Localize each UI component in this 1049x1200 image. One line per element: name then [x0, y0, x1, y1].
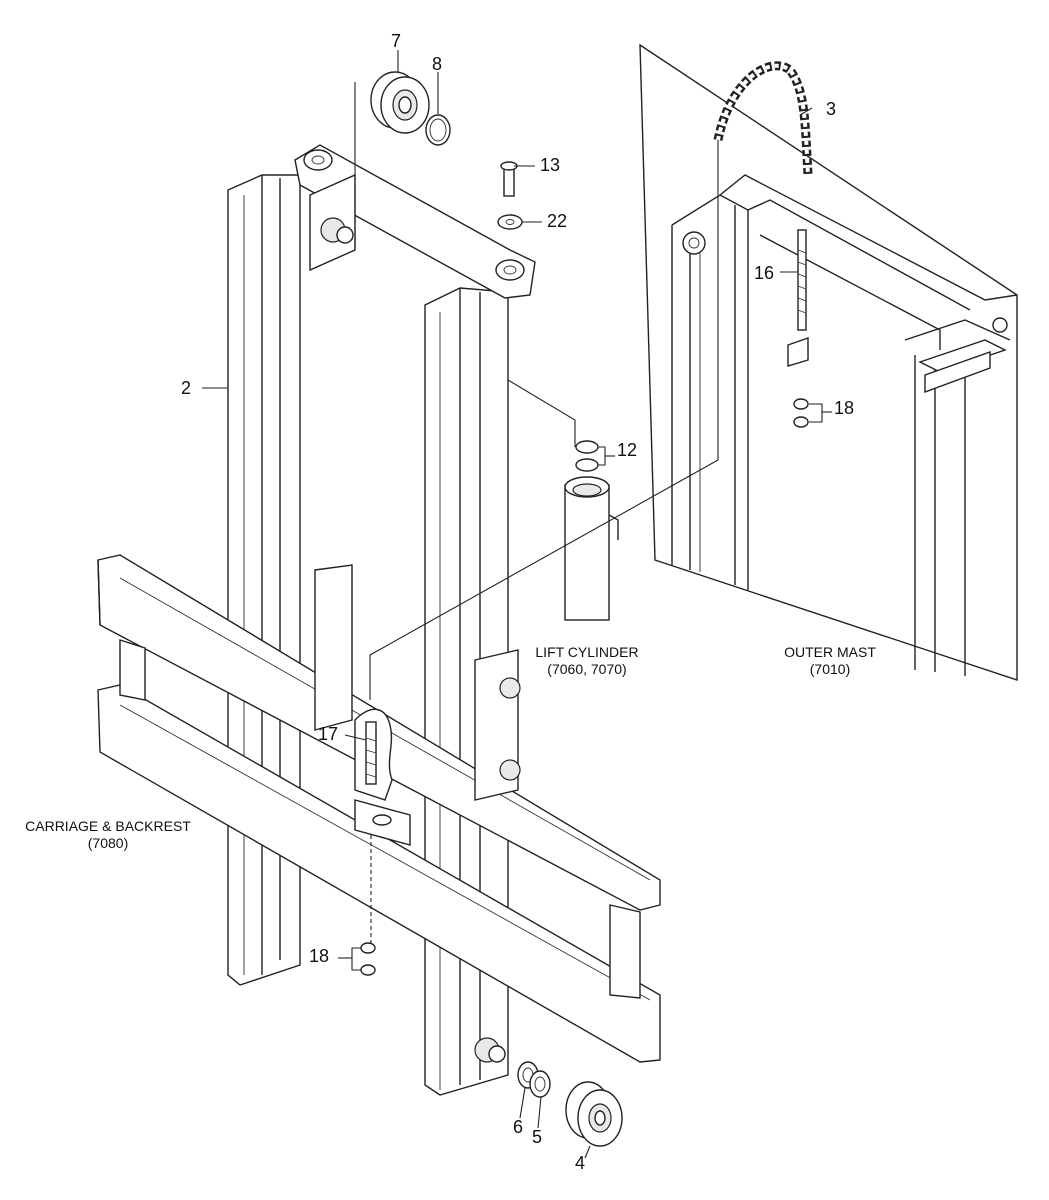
- outer-mast-view: [639, 43, 1018, 681]
- callout-5: 5: [532, 1127, 543, 1147]
- outer-mast-name: OUTER MAST: [784, 644, 876, 660]
- callout-16: 16: [754, 263, 775, 283]
- lift-chain: [713, 61, 813, 460]
- callout-22: 22: [547, 211, 568, 231]
- lower-washers: [517, 1061, 551, 1098]
- carriage-code: (7080): [87, 835, 129, 851]
- roller-top: [370, 71, 430, 134]
- callout-12: 12: [617, 440, 638, 460]
- callout-13: 13: [540, 155, 561, 175]
- callout-leaders: [202, 50, 832, 1159]
- callout-3: 3: [826, 99, 837, 119]
- lift-cylinder: [507, 379, 619, 621]
- snap-ring-top: [425, 114, 451, 146]
- carriage-name: CARRIAGE & BACKREST: [25, 818, 191, 834]
- callout-7: 7: [391, 31, 402, 51]
- bolt-and-washer: [497, 161, 542, 230]
- lift-cylinder-name: LIFT CYLINDER: [535, 644, 639, 660]
- carriage-caption: CARRIAGE & BACKREST (7080): [8, 818, 208, 852]
- callout-18-lower: 18: [309, 946, 330, 966]
- carriage: [97, 554, 661, 1063]
- callout-4: 4: [575, 1153, 586, 1173]
- callout-8: 8: [432, 54, 443, 74]
- outer-mast-code: (7010): [809, 661, 851, 677]
- roller-bottom: [565, 1081, 623, 1147]
- callout-18-upper: 18: [834, 398, 855, 418]
- outer-mast-caption: OUTER MAST (7010): [760, 644, 900, 678]
- callout-6: 6: [513, 1117, 524, 1137]
- lift-cylinder-code: (7060, 7070): [547, 661, 627, 677]
- lift-cylinder-caption: LIFT CYLINDER (7060, 7070): [517, 644, 657, 678]
- callout-17: 17: [318, 724, 339, 744]
- callout-2: 2: [181, 378, 192, 398]
